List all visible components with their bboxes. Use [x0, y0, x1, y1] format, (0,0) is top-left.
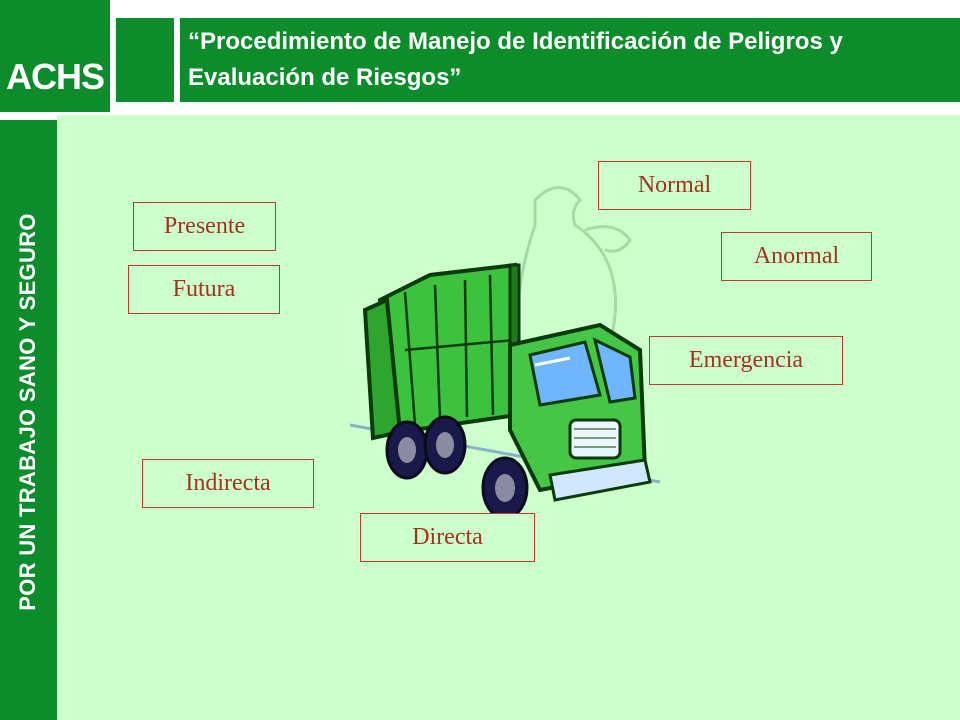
- label-indirecta: Indirecta: [142, 459, 314, 508]
- page-title: “Procedimiento de Manejo de Identificaci…: [188, 28, 843, 91]
- label-futura: Futura: [128, 265, 280, 314]
- label-anormal: Anormal: [721, 232, 872, 281]
- header-divider: [175, 18, 179, 102]
- header-left-block: [116, 18, 174, 102]
- logo-text: ACHS: [5, 56, 105, 97]
- label-directa: Directa: [360, 513, 535, 562]
- header-bar: [180, 18, 960, 102]
- side-band-text: POR UN TRABAJO SANO Y SEGURO: [15, 213, 40, 611]
- label-normal: Normal: [598, 161, 751, 210]
- side-band: [0, 120, 57, 720]
- label-emergencia: Emergencia: [649, 336, 843, 385]
- garbage-truck-icon: [349, 186, 661, 520]
- achs-logo: ACHS: [0, 0, 110, 112]
- label-presente: Presente: [133, 202, 276, 251]
